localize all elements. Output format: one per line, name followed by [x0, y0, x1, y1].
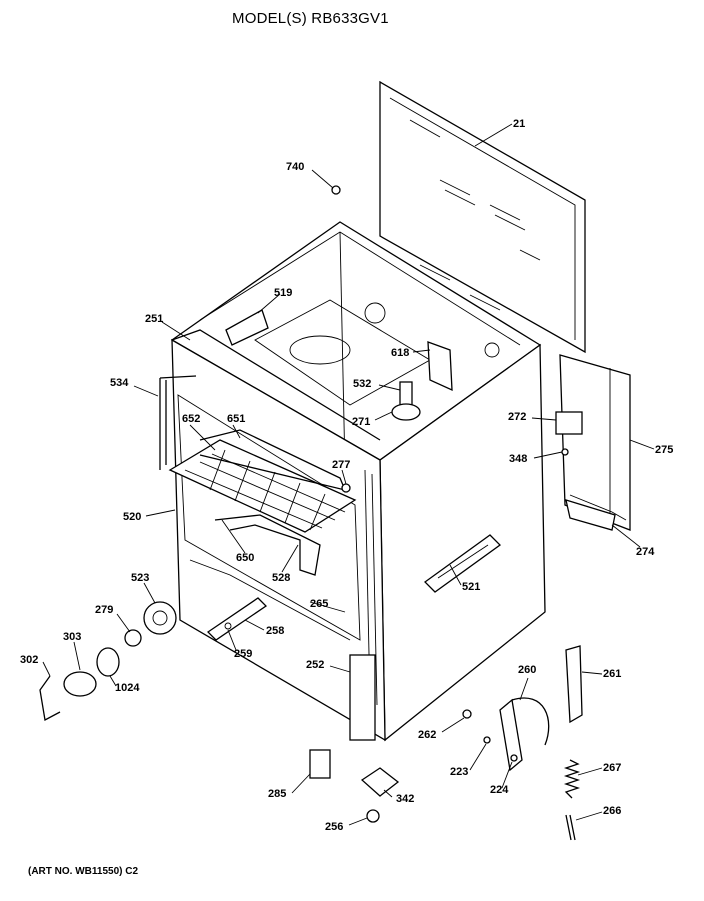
label-652: 652	[182, 413, 200, 425]
bracket-519	[225, 309, 269, 346]
label-534: 534	[110, 377, 129, 389]
label-650: 650	[236, 552, 254, 564]
label-272: 272	[508, 411, 526, 423]
label-618: 618	[391, 347, 409, 359]
label-224: 224	[490, 784, 509, 796]
part-224	[510, 754, 518, 762]
light-socket	[143, 601, 177, 635]
label-223: 223	[450, 766, 468, 778]
label-342: 342	[396, 793, 414, 805]
sensor-mount	[391, 403, 421, 421]
part-262	[462, 709, 472, 719]
label-523: 523	[131, 572, 149, 584]
label-262: 262	[418, 729, 436, 741]
label-651: 651	[227, 413, 245, 425]
clip-740	[331, 185, 341, 195]
label-279: 279	[95, 604, 113, 616]
label-267: 267	[603, 762, 621, 774]
hinge-spring	[563, 759, 581, 799]
label-271: 271	[352, 416, 370, 428]
leveling-leg	[366, 809, 380, 823]
oven-cabinet	[170, 221, 546, 742]
rear-bracket	[565, 499, 616, 531]
page-title: MODEL(S) RB633GV1	[232, 10, 389, 27]
oven-rack	[168, 439, 357, 533]
label-266: 266	[603, 805, 621, 817]
front-frame-flange	[171, 329, 381, 441]
label-303: 303	[63, 631, 81, 643]
label-275: 275	[655, 444, 673, 456]
label-277: 277	[332, 459, 350, 471]
part-labels: 21 740 519 251 618 534 532 652 651 271 2…	[20, 118, 673, 833]
art-number: (ART NO. WB11550) C2	[28, 866, 139, 877]
terminal-block	[555, 411, 583, 435]
door-hinge-261	[565, 645, 583, 724]
label-260: 260	[518, 664, 536, 676]
label-520: 520	[123, 511, 141, 523]
label-259: 259	[234, 648, 252, 660]
back-panel	[379, 80, 586, 354]
label-348: 348	[509, 453, 527, 465]
lamp-receptacle	[124, 629, 142, 647]
leader-lines	[42, 123, 655, 826]
part-223	[483, 736, 491, 744]
side-trim	[159, 375, 197, 470]
broil-element	[199, 429, 347, 491]
label-519: 519	[274, 287, 292, 299]
screw-348	[561, 448, 569, 456]
bake-element	[214, 514, 321, 576]
label-258: 258	[266, 625, 284, 637]
door-hinge-260	[499, 697, 550, 772]
label-302: 302	[20, 654, 38, 666]
leveling-bracket	[360, 767, 400, 797]
label-251: 251	[145, 313, 163, 325]
label-252: 252	[306, 659, 324, 671]
drawer-slide	[206, 597, 268, 641]
hinge-pin	[565, 814, 576, 841]
label-1024: 1024	[115, 682, 140, 694]
label-256: 256	[325, 821, 343, 833]
label-21: 21	[513, 118, 525, 130]
label-274: 274	[636, 546, 655, 558]
light-lens	[63, 671, 97, 697]
label-521: 521	[462, 581, 480, 593]
door-switch	[309, 749, 331, 779]
bracket-618	[427, 341, 453, 392]
label-740: 740	[286, 161, 304, 173]
label-528: 528	[272, 572, 290, 584]
label-265: 265	[310, 598, 328, 610]
clip-277	[341, 483, 351, 493]
light-bulb	[96, 647, 120, 677]
hinge-receptacle	[349, 654, 376, 741]
lens-retainer	[39, 675, 61, 721]
label-285: 285	[268, 788, 286, 800]
label-532: 532	[353, 378, 371, 390]
label-261: 261	[603, 668, 621, 680]
